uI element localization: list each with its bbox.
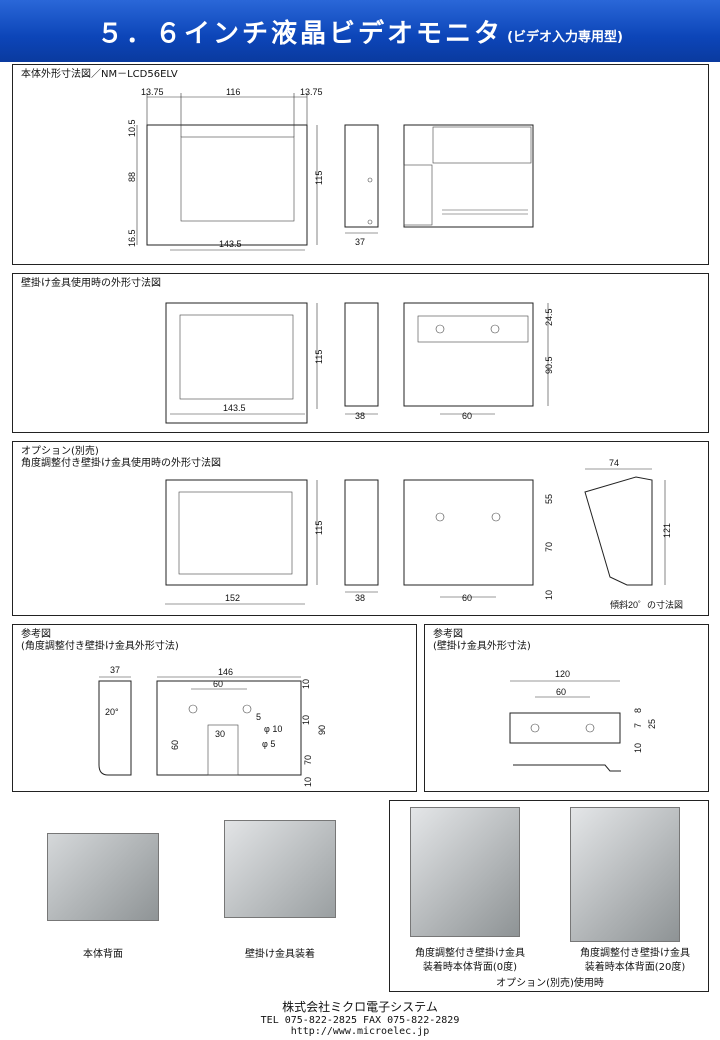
angle-dim-tilt-h: 121 xyxy=(662,523,672,538)
dim-side-width: 37 xyxy=(355,237,365,247)
ref-dim-side-w: 37 xyxy=(110,665,120,675)
ref-wall-dim-8: 8 xyxy=(633,708,643,713)
ref-wall-dim-7: 7 xyxy=(633,723,643,728)
front-view-outline xyxy=(146,124,308,246)
tilt-caption: 傾斜20゜の寸法図 xyxy=(610,599,683,610)
angle-dim-back-mid: 70 xyxy=(544,542,554,552)
wall-dim-right: 115 xyxy=(314,350,324,364)
footer: 株式会社ミクロ電子システム TEL 075-822-2825 FAX 075-8… xyxy=(0,998,720,1037)
angle-dim-back-top: 55 xyxy=(544,494,554,504)
back-view-outline xyxy=(403,124,534,228)
page-title: ５．６インチ液晶ビデオモニタ xyxy=(97,18,504,49)
angle-dim-back-w: 60 xyxy=(462,593,472,603)
ref-dim-angle: 20° xyxy=(105,707,119,717)
ref-wall-dim-pitch: 60 xyxy=(556,687,566,697)
ref-dim-30: 30 xyxy=(215,729,225,739)
footer-tel: TEL 075-822-2825 FAX 075-822-2829 xyxy=(260,1015,460,1026)
wall-bracket-caption: 壁掛け金具使用時の外形寸法図 xyxy=(21,278,161,289)
ref-dim-pitch: 60 xyxy=(213,679,223,689)
angle-bracket-panel: オプション(別売) 角度調整付き壁掛け金具使用時の外形寸法図 152 115 3… xyxy=(12,441,709,616)
angle-dim-tilt-w: 74 xyxy=(609,458,619,468)
dim-top-left: 13.75 xyxy=(141,87,164,97)
angle-dim-bottom: 152 xyxy=(225,593,240,603)
main-dimension-panel: 本体外形寸法図／NM－LCD56ELV 13.75 116 13.75 10.5… xyxy=(12,64,709,265)
wall-dim-back-top: 24.5 xyxy=(544,308,554,326)
ref-dim-h90: 90 xyxy=(317,725,327,735)
ref-wall-dim-25: 25 xyxy=(647,719,657,729)
wall-bracket-reference-caption: 参考図 (壁掛け金具外形寸法) xyxy=(433,629,531,652)
main-dimension-drawing: 13.75 116 13.75 10.5 88 16.5 143.5 115 3… xyxy=(127,87,534,251)
photo-angle20 xyxy=(570,807,680,942)
wall-bracket-reference-drawing: 120 60 8 7 25 10 xyxy=(509,669,657,772)
angle-bracket-drawing: 152 115 38 60 55 70 10 74 121 傾斜20゜の寸法図 xyxy=(165,458,683,610)
front-view-screen xyxy=(180,136,295,222)
angle-bracket-caption: オプション(別売) 角度調整付き壁掛け金具使用時の外形寸法図 xyxy=(21,446,221,469)
wall-bracket-drawing: 143.5 115 38 60 24.5 90.5 xyxy=(165,302,554,424)
dim-top-right: 13.75 xyxy=(300,87,323,97)
option-photos-panel: 角度調整付き壁掛け金具 装着時本体背面(0度) 角度調整付き壁掛け金具 装着時本… xyxy=(389,800,709,992)
ref-dim-5: 5 xyxy=(256,712,261,722)
photo-wall-caption: 壁掛け金具装着 xyxy=(245,949,315,960)
ref-dim-h60: 60 xyxy=(170,740,180,750)
dim-top-mid: 116 xyxy=(226,87,240,97)
photo-back-caption: 本体背面 xyxy=(83,949,123,960)
angle-dim-right: 115 xyxy=(314,521,324,535)
option-photos-caption: オプション(別売)使用時 xyxy=(496,978,604,989)
angle-dim-back-bottom: 10 xyxy=(544,590,554,600)
ref-dim-10b: 10 xyxy=(301,715,311,725)
ref-dim-10a: 10 xyxy=(301,679,311,689)
ref-dim-phi5: φ 5 xyxy=(262,739,275,749)
angle-bracket-reference-drawing: 37 20° 146 60 30 5 φ 10 φ 5 60 10 10 70 … xyxy=(98,665,327,787)
photo-angle20-caption: 角度調整付き壁掛け金具 装着時本体背面(20度) xyxy=(580,948,690,973)
ref-dim-w: 146 xyxy=(218,667,233,677)
wall-bracket-reference-panel: 参考図 (壁掛け金具外形寸法) 120 60 8 7 25 10 xyxy=(424,624,709,792)
footer-url[interactable]: http://www.microelec.jp xyxy=(290,1026,430,1037)
angle-bracket-reference-caption: 参考図 (角度調整付き壁掛け金具外形寸法) xyxy=(21,629,179,652)
tilt-view-outline xyxy=(584,476,653,586)
page-subtitle: (ビデオ入力専用型) xyxy=(507,29,623,45)
page-header: ５．６インチ液晶ビデオモニタ (ビデオ入力専用型) xyxy=(0,0,720,62)
photo-angle0 xyxy=(410,807,520,937)
wall-dim-side: 38 xyxy=(355,411,365,421)
side-view-outline xyxy=(344,124,379,228)
ref-wall-dim-10: 10 xyxy=(633,743,643,753)
footer-company: 株式会社ミクロ電子システム xyxy=(282,1000,438,1014)
angle-dim-side: 38 xyxy=(355,593,365,603)
dim-left-mid: 88 xyxy=(127,172,137,182)
dim-right-height: 115 xyxy=(314,171,324,185)
ref-dim-h70: 70 xyxy=(303,755,313,765)
ref-dim-phi10: φ 10 xyxy=(264,724,282,734)
photo-back xyxy=(47,833,159,921)
main-dimension-caption: 本体外形寸法図／NM－LCD56ELV xyxy=(21,69,178,80)
angle-bracket-reference-panel: 参考図 (角度調整付き壁掛け金具外形寸法) 37 20° 146 60 30 5… xyxy=(12,624,417,792)
ref-dim-h10: 10 xyxy=(303,777,313,787)
dim-left-bottom: 16.5 xyxy=(127,229,137,247)
ref-wall-dim-w: 120 xyxy=(555,669,570,679)
wall-dim-back-h: 90.5 xyxy=(544,356,554,374)
photo-angle0-caption: 角度調整付き壁掛け金具 装着時本体背面(0度) xyxy=(415,948,525,973)
wall-bracket-panel: 壁掛け金具使用時の外形寸法図 143.5 115 38 60 24.5 90.5 xyxy=(12,273,709,433)
photo-wall xyxy=(224,820,336,918)
wall-dim-bottom: 143.5 xyxy=(223,403,246,413)
dim-bottom-width: 143.5 xyxy=(219,239,242,249)
dim-left-top: 10.5 xyxy=(127,119,137,137)
wall-dim-back-w: 60 xyxy=(462,411,472,421)
